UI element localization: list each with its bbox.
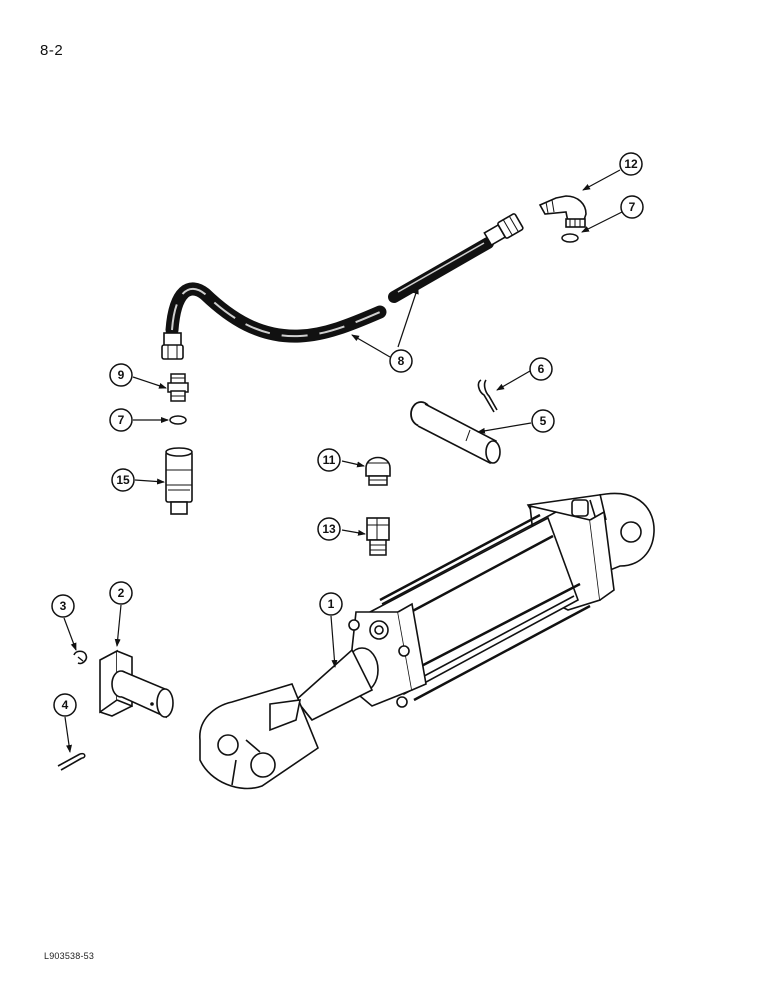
- hydraulic-hose: [161, 213, 524, 360]
- page-number: 8-2: [40, 42, 64, 59]
- restrictor-fitting: [366, 517, 390, 556]
- callout-8: 8: [389, 349, 413, 373]
- adapter-fitting: [167, 373, 189, 402]
- callout-label: 3: [60, 599, 67, 613]
- callout-label: 7: [629, 200, 636, 214]
- callout-label: 12: [624, 157, 638, 171]
- quick-coupler: [165, 447, 193, 515]
- callout-3: 3: [51, 594, 75, 618]
- clevis-pin-upper: [410, 401, 501, 465]
- callout-label: 15: [116, 473, 130, 487]
- callout-label: 1: [328, 597, 335, 611]
- callout-label: 7: [118, 413, 125, 427]
- cotter-pin-lower: [57, 752, 86, 771]
- callout-2: 2: [109, 581, 133, 605]
- callout-4: 4: [53, 693, 77, 717]
- callout-15: 15: [111, 468, 135, 492]
- o-ring-lower: [169, 415, 187, 425]
- callout-label: 9: [118, 368, 125, 382]
- pin-with-plate: [99, 649, 174, 719]
- callout-12: 12: [619, 152, 643, 176]
- cotter-pin-upper: [477, 379, 498, 413]
- callout-7-upper: 7: [620, 195, 644, 219]
- leader-lines: [63, 169, 623, 753]
- retaining-clip: [73, 650, 88, 665]
- callout-label: 5: [540, 414, 547, 428]
- callout-1: 1: [319, 592, 343, 616]
- callout-label: 8: [398, 354, 405, 368]
- callout-6: 6: [529, 357, 553, 381]
- callout-13: 13: [317, 517, 341, 541]
- callout-7-lower: 7: [109, 408, 133, 432]
- callout-label: 11: [323, 453, 336, 467]
- callout-11: 11: [317, 448, 341, 472]
- callout-label: 2: [118, 586, 125, 600]
- breather-fitting: [365, 456, 391, 486]
- callout-label: 13: [322, 522, 336, 536]
- callout-9: 9: [109, 363, 133, 387]
- callout-label: 4: [62, 698, 69, 712]
- elbow-fitting: [538, 195, 587, 228]
- figure-code: L903538-53: [44, 951, 95, 961]
- o-ring-upper: [561, 233, 579, 243]
- hydraulic-cylinder: [199, 492, 655, 790]
- callout-5: 5: [531, 409, 555, 433]
- callout-label: 6: [538, 362, 545, 376]
